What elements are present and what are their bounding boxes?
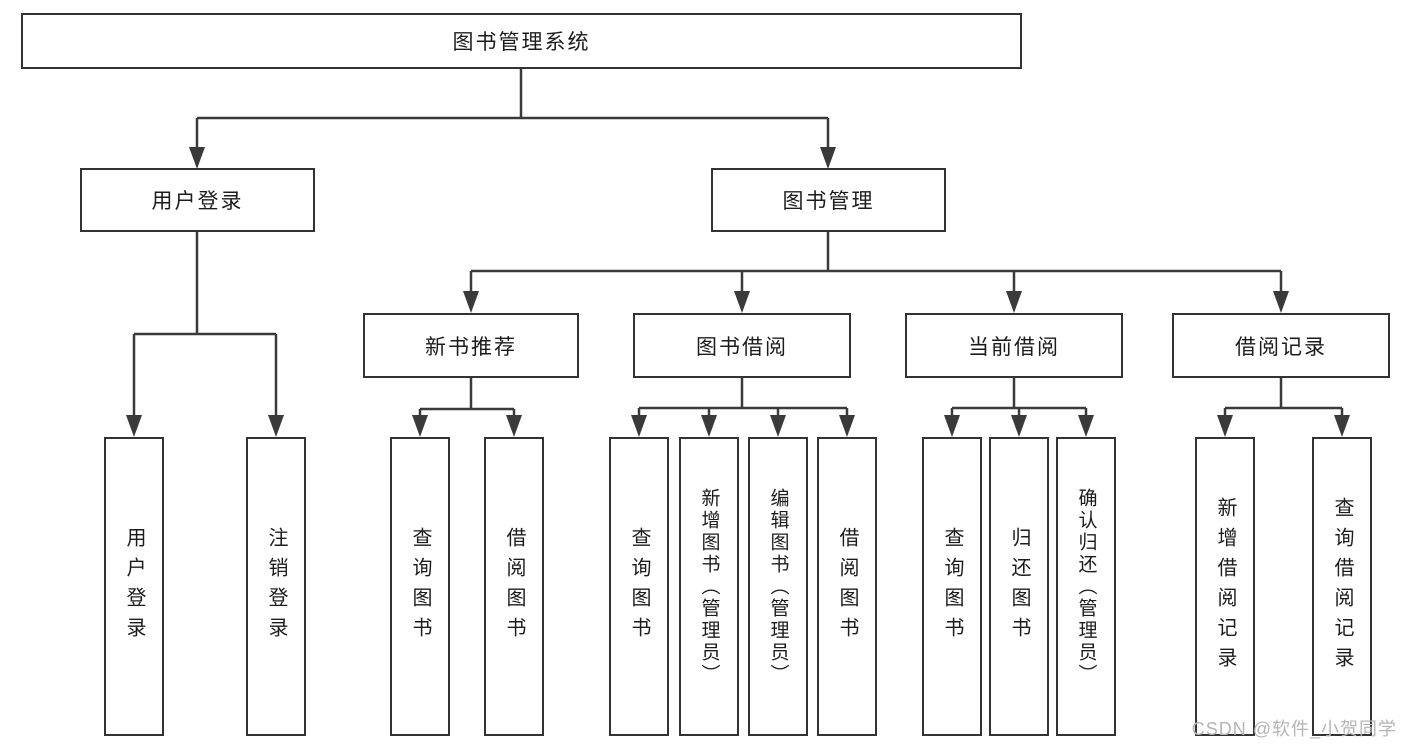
node-new-book-recommend: 新书推荐 xyxy=(363,313,579,378)
leaf-query-borrow-record: 查询借阅记录 xyxy=(1312,437,1372,736)
leaf-add-borrow-record: 新增借阅记录 xyxy=(1195,437,1255,736)
node-book-borrow: 图书借阅 xyxy=(633,313,851,378)
node-borrow-records: 借阅记录 xyxy=(1172,313,1390,378)
node-book-management: 图书管理 xyxy=(711,168,946,232)
leaf-add-book-admin: 新增图书（管理员） xyxy=(679,437,739,736)
node-user-login: 用户登录 xyxy=(80,168,315,232)
leaf-edit-book-admin: 编辑图书（管理员） xyxy=(748,437,808,736)
leaf-logout: 注销登录 xyxy=(246,437,306,736)
leaf-borrow-books: 借阅图书 xyxy=(484,437,544,736)
leaf-query-books: 查询图书 xyxy=(390,437,450,736)
leaf-user-login: 用户登录 xyxy=(104,437,164,736)
leaf-borrow-books-2: 借阅图书 xyxy=(817,437,877,736)
leaf-return-book: 归还图书 xyxy=(989,437,1049,736)
leaf-confirm-return-admin: 确认归还（管理员） xyxy=(1056,437,1116,736)
watermark-text: CSDN @软件_小贺同学 xyxy=(1191,719,1397,739)
node-current-borrow: 当前借阅 xyxy=(905,313,1123,378)
leaf-query-books-2: 查询图书 xyxy=(609,437,669,736)
leaf-query-books-3: 查询图书 xyxy=(922,437,982,736)
node-system-root: 图书管理系统 xyxy=(21,13,1022,69)
